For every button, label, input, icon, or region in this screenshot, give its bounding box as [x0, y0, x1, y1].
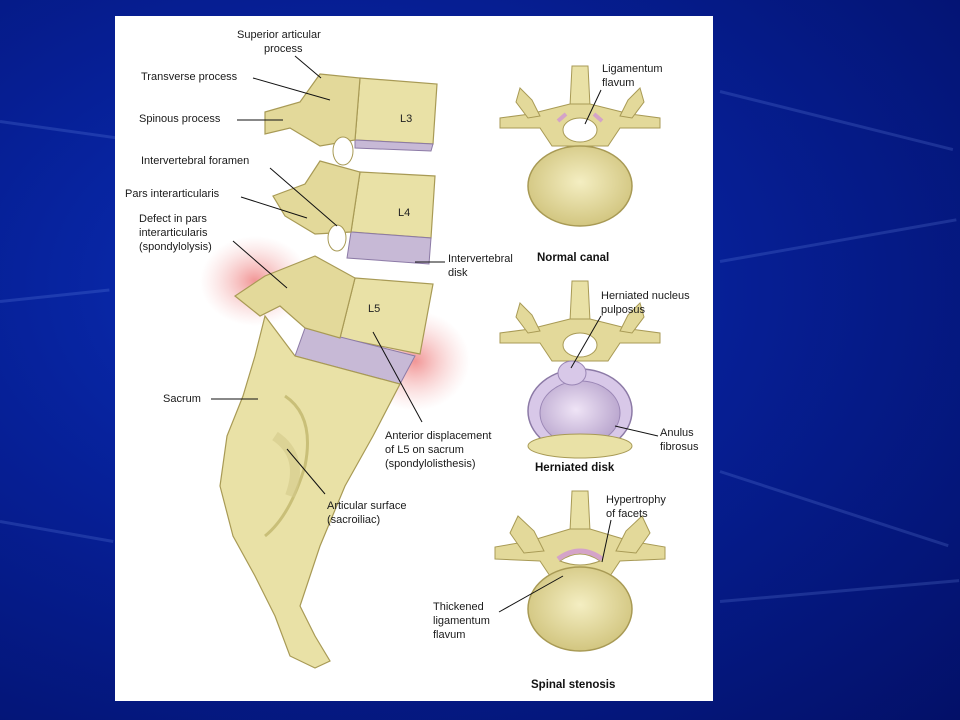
level-l5-label: L5 — [368, 303, 380, 315]
sacrum-bone — [219, 314, 401, 669]
vertebral-body-top — [527, 566, 633, 652]
foramen-l4-l5 — [327, 224, 347, 252]
axial-herniated-disk — [499, 280, 661, 459]
label-thickened-ligamentum: Thickened ligamentum flavum — [433, 601, 493, 641]
spine-illustration: L3 L4 L5 Superior articular process Tran… — [125, 29, 699, 691]
label-anulus-fibrosus: Anulus fibrosus — [660, 427, 699, 453]
spinous-process-shape — [569, 65, 591, 107]
spinal-canal — [562, 117, 598, 143]
leader-anulus-fibrosus — [614, 425, 659, 437]
label-hypertrophy-facets: Hypertrophy of facets — [606, 494, 669, 520]
label-defect-pars: Defect in pars interarticularis (spondyl… — [139, 213, 212, 253]
label-transverse-process: Transverse process — [141, 71, 238, 83]
herniation-bulge — [557, 360, 587, 386]
lateral-labels: Superior articular process Transverse pr… — [125, 29, 516, 526]
posterior-elements-l3 — [264, 73, 361, 147]
background-streak — [0, 520, 114, 543]
leader-anterior-displacement — [372, 331, 423, 423]
label-spinous-process: Spinous process — [139, 113, 221, 125]
hypertrophic-facet-right — [615, 515, 651, 554]
posterior-elements-l5 — [233, 255, 356, 339]
hypertrophic-facet-left — [509, 515, 545, 554]
illustration-panel: L3 L4 L5 Superior articular process Tran… — [115, 16, 713, 701]
facet-left — [515, 302, 541, 334]
label-superior-articular: Superior articular process — [237, 29, 324, 55]
spinal-canal — [562, 332, 598, 358]
disk-l3-l4 — [354, 139, 434, 152]
leader-ligamentum-flavum — [584, 89, 602, 125]
axial-normal-canal — [499, 65, 661, 227]
background-streak — [719, 579, 960, 603]
label-intervertebral-foramen: Intervertebral foramen — [141, 155, 249, 167]
background-streak — [0, 120, 120, 140]
label-articular-surface: Articular surface (sacroiliac) — [327, 500, 410, 526]
label-intervertebral-disk: Intervertebral disk — [448, 253, 516, 279]
facet-right — [619, 302, 645, 334]
leader-herniated-nucleus — [570, 315, 602, 369]
level-l4-label: L4 — [398, 207, 410, 219]
thickened-ligamentum-shape — [556, 548, 604, 562]
caption-herniated-disk: Herniated disk — [535, 462, 615, 474]
background-streak — [0, 288, 110, 303]
lateral-spine-view: L3 L4 L5 — [200, 73, 470, 669]
background-streak — [719, 90, 954, 152]
label-herniated-nucleus: Herniated nucleus pulposus — [601, 290, 693, 316]
facet-left — [515, 87, 541, 119]
leader-thickened-ligamentum — [498, 575, 564, 613]
leader-hypertrophy-facets — [601, 519, 612, 563]
narrowed-canal — [558, 553, 602, 566]
vertebral-body-l3 — [354, 77, 438, 145]
caption-spinal-stenosis: Spinal stenosis — [531, 679, 615, 691]
articular-surface-shape — [272, 431, 300, 498]
level-l3-label: L3 — [400, 113, 412, 125]
vertebral-endplate-rim — [527, 433, 633, 459]
facet-right — [619, 87, 645, 119]
foramen-l3-l4 — [332, 136, 354, 166]
axial-spinal-stenosis — [494, 490, 666, 652]
label-pars-interarticularis: Pars interarticularis — [125, 188, 220, 200]
vertebral-body-top — [527, 145, 633, 227]
leader-intervertebral-foramen — [269, 167, 338, 227]
background-streak — [719, 470, 949, 548]
label-anterior-displacement: Anterior displacement of L5 on sacrum (s… — [385, 430, 494, 470]
vertebral-body-l4 — [350, 171, 436, 239]
caption-normal-canal: Normal canal — [537, 252, 609, 264]
ligamentum-flavum-shape — [556, 112, 604, 123]
posterior-elements-l4 — [272, 160, 361, 235]
label-sacrum: Sacrum — [163, 393, 201, 405]
label-ligamentum-flavum: Ligamentum flavum — [602, 63, 666, 89]
spinous-process-shape — [569, 280, 591, 322]
background-streak — [719, 218, 957, 263]
disk-l4-l5 — [346, 231, 432, 265]
leader-pars-interarticularis — [240, 196, 308, 219]
leader-transverse-process — [252, 77, 331, 101]
sacral-ridge — [264, 394, 309, 538]
leader-superior-articular — [294, 55, 322, 79]
spinous-process-shape — [569, 490, 591, 532]
leader-articular-surface — [286, 448, 326, 495]
leader-defect-pars — [232, 240, 288, 289]
